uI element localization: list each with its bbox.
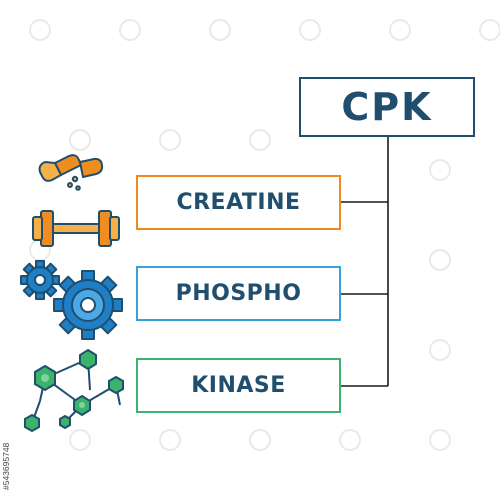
capsule-icon xyxy=(38,154,104,191)
title-box: CPK xyxy=(299,77,475,137)
capsule-dumbbell-icon xyxy=(32,154,120,247)
small-gear-icon xyxy=(20,260,60,300)
item-box-creatine: CREATINE xyxy=(136,175,341,230)
molecule-icon xyxy=(24,348,124,433)
item-label-kinase: KINASE xyxy=(191,373,286,398)
large-gear-icon xyxy=(53,270,123,340)
title-text: CPK xyxy=(341,85,433,129)
dumbbell-icon xyxy=(32,210,120,247)
item-box-kinase: KINASE xyxy=(136,358,341,413)
stock-id-text: #543695748 xyxy=(1,442,11,490)
item-box-phospho: PHOSPHO xyxy=(136,266,341,321)
gears-icon xyxy=(20,260,123,340)
item-label-creatine: CREATINE xyxy=(176,190,301,215)
item-label-phospho: PHOSPHO xyxy=(175,281,302,306)
